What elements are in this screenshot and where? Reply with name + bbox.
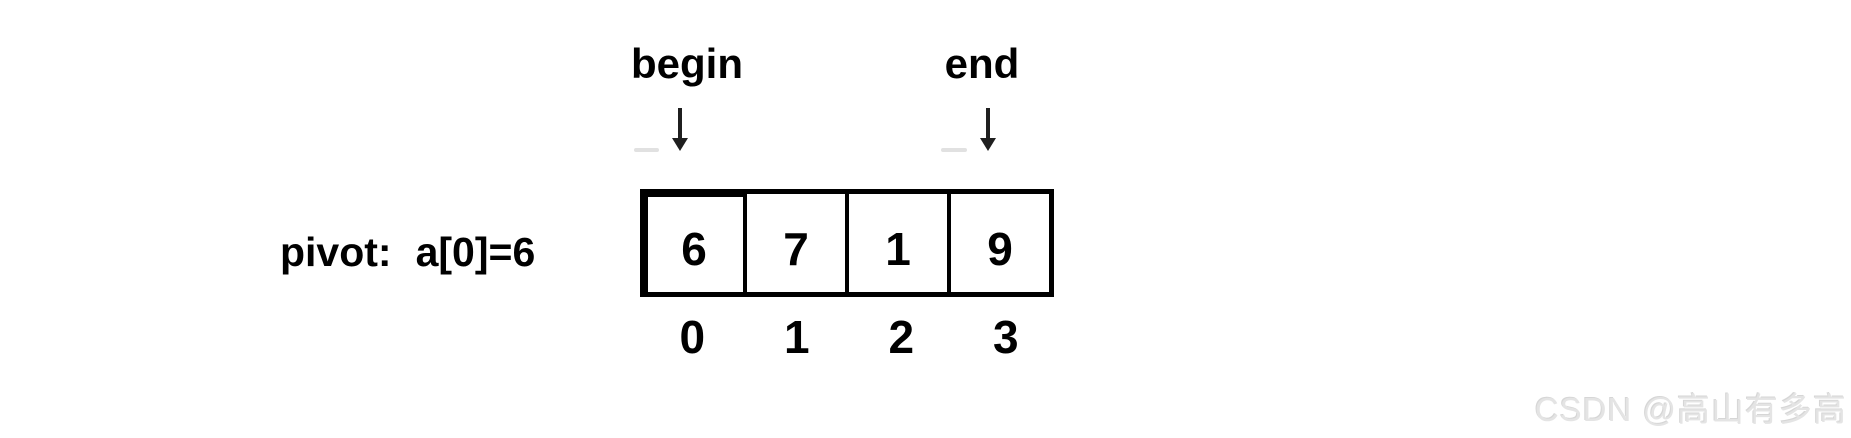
index-label-3: 3 xyxy=(992,311,1019,363)
cell-value: 7 xyxy=(783,223,809,275)
array-cell-3: 9 xyxy=(951,194,1049,292)
begin-pointer: begin xyxy=(627,40,747,152)
begin-label: begin xyxy=(631,40,743,87)
end-pointer: end xyxy=(922,40,1042,152)
pivot-caption-label: pivot: xyxy=(280,229,392,275)
array-box: 6 7 1 9 xyxy=(640,189,1054,297)
array-cell-2: 1 xyxy=(849,194,951,292)
artifact-dash xyxy=(941,148,967,152)
index-label-0: 0 xyxy=(679,311,706,363)
cell-value: 6 xyxy=(681,223,707,275)
index-row: 0 1 2 3 xyxy=(640,314,1058,360)
index-label-1: 1 xyxy=(783,311,810,363)
end-label: end xyxy=(944,40,1020,87)
pivot-caption: pivot: a[0]=6 xyxy=(280,229,535,275)
down-arrow-icon xyxy=(672,108,688,151)
cell-value: 9 xyxy=(987,223,1013,275)
cell-value: 1 xyxy=(885,223,911,275)
pivot-caption-expression: a[0]=6 xyxy=(415,229,536,275)
watermark-text: CSDN @高山有多高 xyxy=(1534,391,1847,428)
index-label-2: 2 xyxy=(888,311,915,363)
artifact-dash xyxy=(634,148,659,152)
array-cell-1: 7 xyxy=(747,194,849,292)
down-arrow-icon xyxy=(980,108,996,151)
array-cell-0: 6 xyxy=(645,194,747,292)
